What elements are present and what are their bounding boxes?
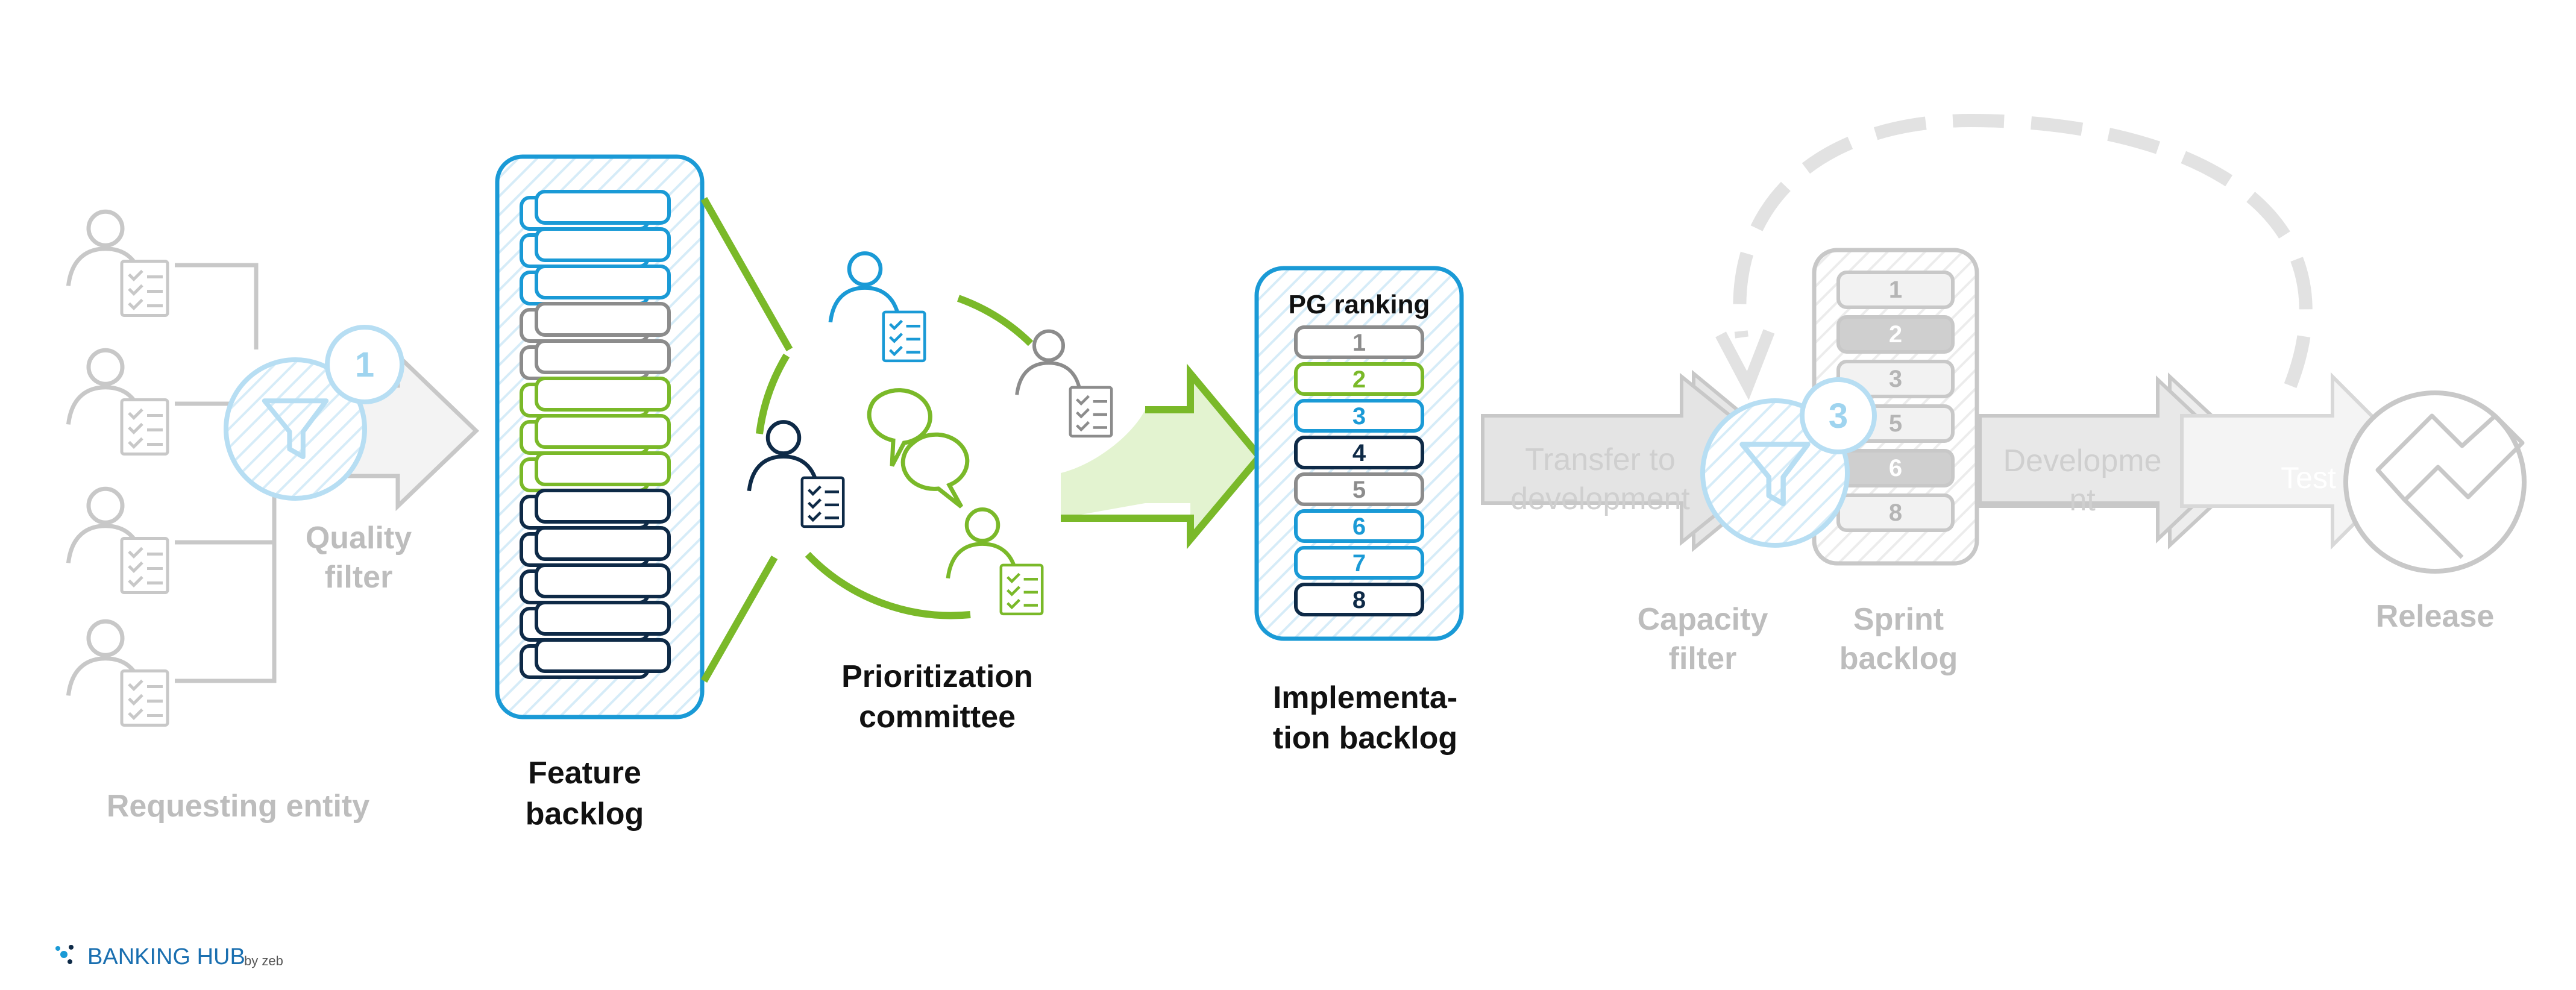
committee-arc-top bbox=[957, 295, 1034, 346]
sprint-item-number: 2 bbox=[1889, 321, 1902, 348]
pg-ranking-label: PG ranking bbox=[1289, 290, 1430, 319]
implementation-label-2: tion backlog bbox=[1273, 721, 1457, 756]
implementation-item-number: 5 bbox=[1352, 477, 1366, 503]
chat-bubbles-icon bbox=[867, 388, 970, 509]
sprint-item bbox=[1836, 493, 1955, 532]
committee-checklist-blue-icon bbox=[884, 312, 925, 361]
implementation-item bbox=[1294, 436, 1424, 469]
capacity-filter-label-1: Capacity bbox=[1638, 602, 1768, 637]
committee-to-implementation-arrow bbox=[1061, 374, 1260, 539]
quality-filter-label-1: Quality bbox=[306, 521, 412, 556]
implementation-item bbox=[1294, 583, 1424, 616]
feature-backlog-label-1: Feature bbox=[528, 756, 641, 791]
implementation-item bbox=[1294, 399, 1424, 433]
implementation-item-number: 1 bbox=[1352, 330, 1366, 356]
feature-backlog-items bbox=[520, 190, 671, 679]
quality-filter-label-2: filter bbox=[325, 560, 393, 595]
iteration-loop-arrowhead bbox=[1715, 329, 1775, 401]
committee-checklist-grey-icon bbox=[1070, 387, 1111, 436]
feature-card bbox=[535, 302, 671, 337]
feature-card bbox=[535, 339, 671, 374]
committee-arc-bottom bbox=[805, 551, 971, 619]
quality-badge bbox=[325, 325, 404, 404]
feature-card bbox=[535, 377, 671, 412]
transfer-label-1: Transfer to bbox=[1525, 442, 1676, 477]
implementation-item bbox=[1294, 472, 1424, 506]
implementation-item bbox=[1294, 362, 1424, 396]
feature-card bbox=[535, 451, 671, 486]
prioritization-label-1: Prioritization bbox=[841, 659, 1033, 694]
implementation-item-number: 2 bbox=[1352, 366, 1366, 393]
development-label-1: Developme bbox=[2003, 443, 2161, 478]
implementation-item-number: 8 bbox=[1352, 587, 1366, 613]
feature-backlog-label-2: backlog bbox=[526, 797, 644, 832]
release-label: Release bbox=[2376, 599, 2495, 634]
capacity-badge bbox=[1800, 377, 1877, 454]
requesting-entity-label: Requesting entity bbox=[107, 789, 369, 824]
transfer-label-2: development bbox=[1510, 481, 1690, 516]
sprint-item-number: 1 bbox=[1889, 277, 1902, 303]
sprint-item-number: 8 bbox=[1889, 500, 1902, 526]
sprint-item-number: 5 bbox=[1889, 410, 1902, 437]
quality-badge-number: 1 bbox=[355, 345, 374, 384]
implementation-item-number: 4 bbox=[1352, 440, 1366, 466]
feature-card bbox=[535, 563, 671, 598]
test-label: Test bbox=[2281, 461, 2336, 495]
sprint-item-number: 3 bbox=[1889, 366, 1902, 392]
quality-filter-circle bbox=[224, 357, 367, 501]
feature-to-committee-line-top bbox=[700, 197, 793, 351]
feature-card bbox=[535, 414, 671, 449]
feature-card bbox=[535, 638, 671, 673]
brand-logo: BANKING HUB by zeb bbox=[55, 944, 283, 970]
sprint-backlog-label-2: backlog bbox=[1839, 641, 1958, 676]
implementation-item-number: 3 bbox=[1352, 403, 1366, 430]
feature-to-committee-line-bottom bbox=[700, 556, 778, 683]
implementation-item-number: 6 bbox=[1352, 513, 1366, 540]
feature-card bbox=[535, 601, 671, 636]
implementation-item-number: 7 bbox=[1352, 550, 1366, 577]
capacity-badge-number: 3 bbox=[1829, 396, 1848, 436]
feature-card bbox=[535, 190, 671, 225]
capacity-filter-label-2: filter bbox=[1669, 641, 1737, 676]
implementation-item bbox=[1294, 325, 1424, 359]
committee-checklist-navy-icon bbox=[802, 478, 843, 527]
implementation-label-1: Implementa- bbox=[1273, 680, 1457, 715]
release-flag-icon bbox=[2375, 413, 2525, 559]
sprint-item-number: 6 bbox=[1889, 455, 1902, 481]
committee-checklist-green-icon bbox=[1001, 565, 1042, 614]
release-circle bbox=[2343, 390, 2527, 574]
brand-name: BANKING HUB bbox=[87, 944, 245, 970]
brand-by: by zeb bbox=[244, 953, 283, 968]
feature-card bbox=[535, 265, 671, 299]
implementation-item bbox=[1294, 546, 1424, 580]
feature-card bbox=[535, 526, 671, 561]
development-label-2: nt bbox=[2069, 483, 2096, 518]
sprint-item bbox=[1836, 315, 1955, 354]
prioritization-label-2: committee bbox=[859, 700, 1016, 735]
iteration-loop-dashed bbox=[1733, 113, 2313, 388]
feature-card bbox=[535, 227, 671, 262]
implementation-item bbox=[1294, 509, 1424, 543]
sprint-item bbox=[1836, 271, 1955, 309]
implementation-backlog-items: 1 2 3 4 5 6 7 8 bbox=[1294, 325, 1424, 616]
feature-card bbox=[535, 489, 671, 524]
requesting-entity bbox=[68, 211, 277, 725]
sprint-backlog-label-1: Sprint bbox=[1853, 602, 1944, 637]
committee-arc-left bbox=[756, 353, 790, 434]
